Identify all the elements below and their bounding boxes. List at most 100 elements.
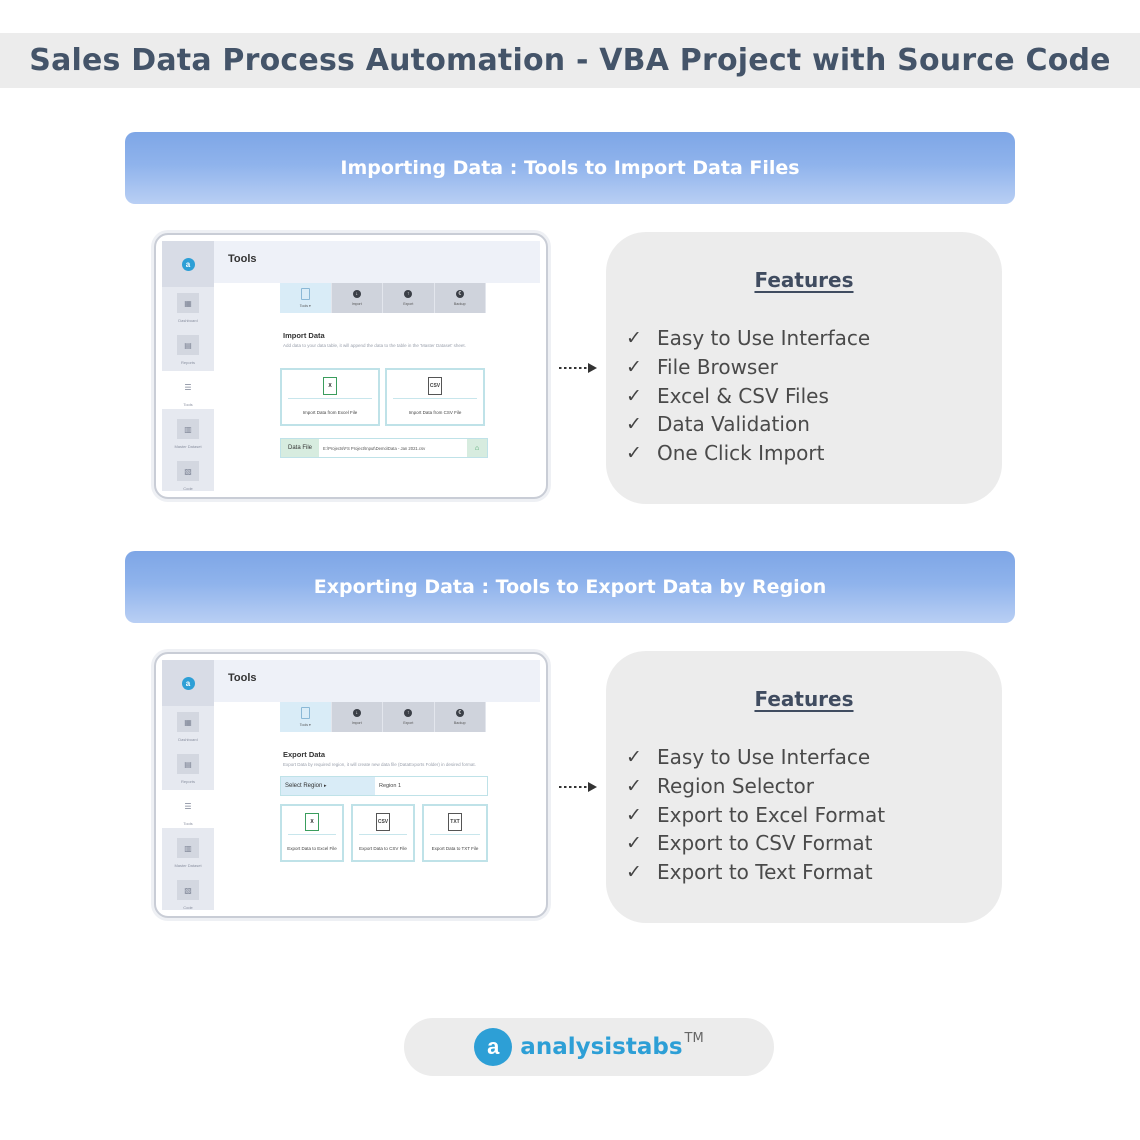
screen-title: Tools xyxy=(228,672,257,684)
tools-tab-icon xyxy=(300,707,310,719)
check-icon: ✓ xyxy=(626,861,642,884)
check-icon: ✓ xyxy=(626,746,642,768)
tool-tabs: Tools ▾ ↓Import ↑Export €Backup xyxy=(280,283,486,313)
export-icon: ↑ xyxy=(404,290,413,298)
sidebar-item-tools[interactable]: ☰Tools xyxy=(162,790,214,828)
export-features-list: ✓Easy to Use Interface ✓Region Selector … xyxy=(626,743,885,887)
tab-import[interactable]: ↓Import xyxy=(331,702,383,732)
sidebar-item-master-dataset[interactable]: ▥Master Dataset xyxy=(162,413,214,451)
list-item: ✓Region Selector xyxy=(626,772,885,801)
panel-title: Export Data xyxy=(283,750,326,759)
export-txt-caption: Export Data to TXT File xyxy=(431,846,479,851)
sidebar-item-code[interactable]: ▧Code xyxy=(162,874,214,912)
sidebar-item-tools[interactable]: ☰Tools xyxy=(162,371,214,409)
dataset-icon: ▥ xyxy=(177,419,199,439)
tab-backup[interactable]: €Backup xyxy=(434,702,486,732)
backup-icon: € xyxy=(455,290,464,298)
tools-icon: ☰ xyxy=(184,382,192,392)
export-txt-button[interactable]: TXT Export Data to TXT File xyxy=(422,804,488,862)
logo-icon: a xyxy=(181,257,195,271)
import-excel-button[interactable]: X Import Data from Excel File xyxy=(280,368,380,426)
panel-description: Export Data by required region, it will … xyxy=(283,762,476,767)
export-excel-caption: Export Data to Excel File xyxy=(287,846,337,851)
export-excel-button[interactable]: X Export Data to Excel File xyxy=(280,804,344,862)
list-item: ✓One Click Import xyxy=(626,439,870,468)
check-icon: ✓ xyxy=(626,774,642,797)
region-value[interactable]: Region 1 xyxy=(379,783,402,789)
list-item: ✓Export to Excel Format xyxy=(626,801,885,830)
list-item: ✓File Browser xyxy=(626,353,870,382)
sidebar: a ▦Dashboard ▤Reports ☰Tools ▥Master Dat… xyxy=(162,241,214,491)
dashboard-icon: ▦ xyxy=(177,712,199,732)
sidebar-logo: a xyxy=(162,660,214,706)
reports-icon: ▤ xyxy=(177,754,199,774)
reports-icon: ▤ xyxy=(177,335,199,355)
txt-file-icon: TXT xyxy=(448,813,462,831)
tab-export[interactable]: ↑Export xyxy=(383,702,435,732)
import-icon: ↓ xyxy=(352,709,361,717)
tab-import[interactable]: ↓Import xyxy=(331,283,383,313)
import-screenshot: a ▦Dashboard ▤Reports ☰Tools ▥Master Dat… xyxy=(154,233,548,499)
title-bar: Sales Data Process Automation - VBA Proj… xyxy=(0,33,1140,88)
sidebar: a ▦Dashboard ▤Reports ☰Tools ▥Master Dat… xyxy=(162,660,214,910)
dropdown-icon: ▸ xyxy=(324,783,327,789)
import-section-banner: Importing Data : Tools to Import Data Fi… xyxy=(125,132,1015,204)
sidebar-item-master-dataset[interactable]: ▥Master Dataset xyxy=(162,832,214,870)
features-heading: Features xyxy=(754,268,854,292)
dashboard-icon: ▦ xyxy=(177,293,199,313)
import-banner-text: Importing Data : Tools to Import Data Fi… xyxy=(340,157,800,179)
sidebar-item-reports[interactable]: ▤Reports xyxy=(162,329,214,367)
sidebar-item-dashboard[interactable]: ▦Dashboard xyxy=(162,706,214,744)
export-icon: ↑ xyxy=(404,709,413,717)
tools-icon: ☰ xyxy=(184,801,192,811)
region-selector[interactable]: Select Region ▸ Region 1 xyxy=(280,776,488,796)
logo-icon: a xyxy=(181,676,195,690)
import-icon: ↓ xyxy=(352,290,361,298)
page-title: Sales Data Process Automation - VBA Proj… xyxy=(29,43,1111,78)
tab-export[interactable]: ↑Export xyxy=(383,283,435,313)
export-banner-text: Exporting Data : Tools to Export Data by… xyxy=(313,576,827,598)
data-file-row: Data File E:\Projects\FS Project\Input\D… xyxy=(280,438,488,458)
list-item: ✓Excel & CSV Files xyxy=(626,382,870,411)
excel-file-icon: X xyxy=(305,813,319,831)
browse-folder-icon[interactable]: ⌂ xyxy=(467,439,487,457)
code-icon: ▧ xyxy=(177,880,199,900)
tool-tabs: Tools ▾ ↓Import ↑Export €Backup xyxy=(280,702,486,732)
import-features-panel: Features ✓Easy to Use Interface ✓File Br… xyxy=(606,232,1002,504)
export-section-banner: Exporting Data : Tools to Export Data by… xyxy=(125,551,1015,623)
trademark: TM xyxy=(684,1030,704,1046)
sidebar-item-dashboard[interactable]: ▦Dashboard xyxy=(162,287,214,325)
check-icon: ✓ xyxy=(626,327,642,349)
check-icon: ✓ xyxy=(626,803,642,826)
import-csv-button[interactable]: CSV Import Data from CSV File xyxy=(385,368,485,426)
list-item: ✓Export to CSV Format xyxy=(626,829,885,858)
arrow-right-icon xyxy=(559,363,597,373)
tab-tools[interactable]: Tools ▾ xyxy=(280,702,332,732)
list-item: ✓Data Validation xyxy=(626,410,870,439)
import-excel-caption: Import Data from Excel File xyxy=(302,410,358,415)
region-selector-label: Select Region ▸ xyxy=(281,777,375,795)
data-file-path[interactable]: E:\Projects\FS Project\Input\Demo\Data -… xyxy=(323,445,426,451)
tab-backup[interactable]: €Backup xyxy=(434,283,486,313)
screen-title: Tools xyxy=(228,253,257,265)
tools-tab-icon xyxy=(300,288,310,300)
check-icon: ✓ xyxy=(626,384,642,407)
check-icon: ✓ xyxy=(626,355,642,378)
excel-file-icon: X xyxy=(323,377,337,395)
sidebar-item-code[interactable]: ▧Code xyxy=(162,455,214,493)
footer-logo[interactable]: a analysistabs TM xyxy=(404,1018,774,1076)
sidebar-item-reports[interactable]: ▤Reports xyxy=(162,748,214,786)
dataset-icon: ▥ xyxy=(177,838,199,858)
topbar: Tools xyxy=(214,660,540,702)
tab-tools[interactable]: Tools ▾ xyxy=(280,283,332,313)
csv-file-icon: CSV xyxy=(428,377,442,395)
features-heading: Features xyxy=(754,687,854,711)
export-csv-button[interactable]: CSV Export Data to CSV File xyxy=(351,804,415,862)
export-features-panel: Features ✓Easy to Use Interface ✓Region … xyxy=(606,651,1002,923)
export-screenshot: a ▦Dashboard ▤Reports ☰Tools ▥Master Dat… xyxy=(154,652,548,918)
export-csv-caption: Export Data to CSV File xyxy=(359,846,407,851)
csv-file-icon: CSV xyxy=(376,813,390,831)
code-icon: ▧ xyxy=(177,461,199,481)
analysistabs-logo-icon: a xyxy=(474,1028,513,1066)
check-icon: ✓ xyxy=(626,413,642,436)
